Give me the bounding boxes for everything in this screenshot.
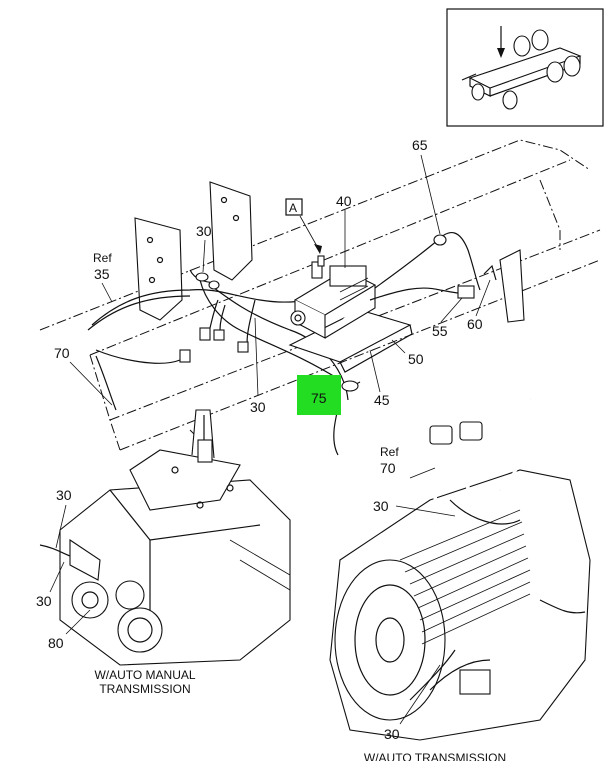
locator-inset: [446, 8, 604, 127]
leader-35: [101, 282, 113, 303]
frame-brackets: [134, 181, 525, 323]
inset-arrowhead: [497, 48, 505, 58]
leader-70b: [409, 467, 436, 479]
highlighted-callout-box: [297, 375, 341, 415]
connector-plug: [237, 341, 249, 353]
callout-30: 30: [56, 487, 72, 503]
leader-30e: [395, 505, 456, 517]
leader-30a: [202, 239, 206, 273]
caption-manual-line2: TRANSMISSION: [99, 682, 190, 696]
callout-30: 30: [373, 498, 389, 514]
clip: [195, 272, 209, 282]
hose-fitting: [429, 425, 453, 445]
truck-chassis-icon: [461, 29, 582, 110]
callout-30: 30: [384, 726, 400, 742]
callout-labels: 65 40 A 30 Ref 35 70 30 75 45 50 55 60 3…: [36, 137, 483, 742]
leader-80: [65, 609, 91, 635]
leader-50: [391, 339, 406, 354]
bracket-55: [457, 285, 475, 299]
bracket-left: [134, 217, 183, 321]
cable-65: [369, 232, 497, 301]
callout-80: 80: [48, 635, 64, 651]
leader-70a: [69, 361, 113, 406]
callout-70: 70: [54, 345, 70, 361]
caption-auto-line1: W/AUTO TRANSMISSION: [364, 751, 506, 761]
leader-30f: [399, 664, 441, 725]
leader-45: [369, 349, 381, 393]
leader-A: [299, 215, 319, 249]
callout-65: 65: [412, 137, 428, 153]
callout-50: 50: [408, 351, 424, 367]
leader-lines: [49, 154, 491, 725]
connector-plug: [199, 327, 211, 341]
callout-40: 40: [336, 193, 352, 209]
callout-55: 55: [432, 323, 448, 339]
clip: [208, 280, 220, 290]
callout-75: 75: [311, 390, 327, 406]
leader-65: [420, 154, 441, 235]
callout-70: 70: [380, 460, 396, 476]
callout-A: A: [289, 201, 297, 215]
hose-fitting: [459, 421, 483, 441]
arrowhead-A: [314, 244, 322, 254]
callout-60: 60: [467, 316, 483, 332]
ref-label: Ref: [380, 445, 399, 459]
leader-30b: [254, 317, 259, 397]
leader-30d: [49, 561, 65, 593]
callout-45: 45: [374, 392, 390, 408]
ref-label: Ref: [93, 251, 112, 265]
manual-transmission: [39, 409, 291, 666]
callout-35: 35: [94, 266, 110, 282]
bracket-rear: [499, 249, 525, 323]
callout-30: 30: [250, 399, 266, 415]
connector-plug: [213, 329, 225, 341]
bracket-right: [209, 181, 253, 281]
control-module-40: [288, 255, 413, 373]
leader-55: [440, 297, 463, 323]
automatic-transmission: [329, 399, 591, 741]
inset-frame: [446, 8, 604, 127]
caption-manual-line1: W/AUTO MANUAL: [94, 668, 195, 682]
leader-30c: [55, 504, 67, 549]
connector-plug: [179, 349, 191, 363]
view-label-box: [285, 198, 303, 216]
shift-tower-cover: [129, 449, 241, 511]
bell-housing: [334, 559, 446, 721]
leader-60: [475, 279, 491, 317]
fastener-60: [483, 264, 497, 281]
callout-30: 30: [36, 593, 52, 609]
callout-30: 30: [196, 223, 212, 239]
